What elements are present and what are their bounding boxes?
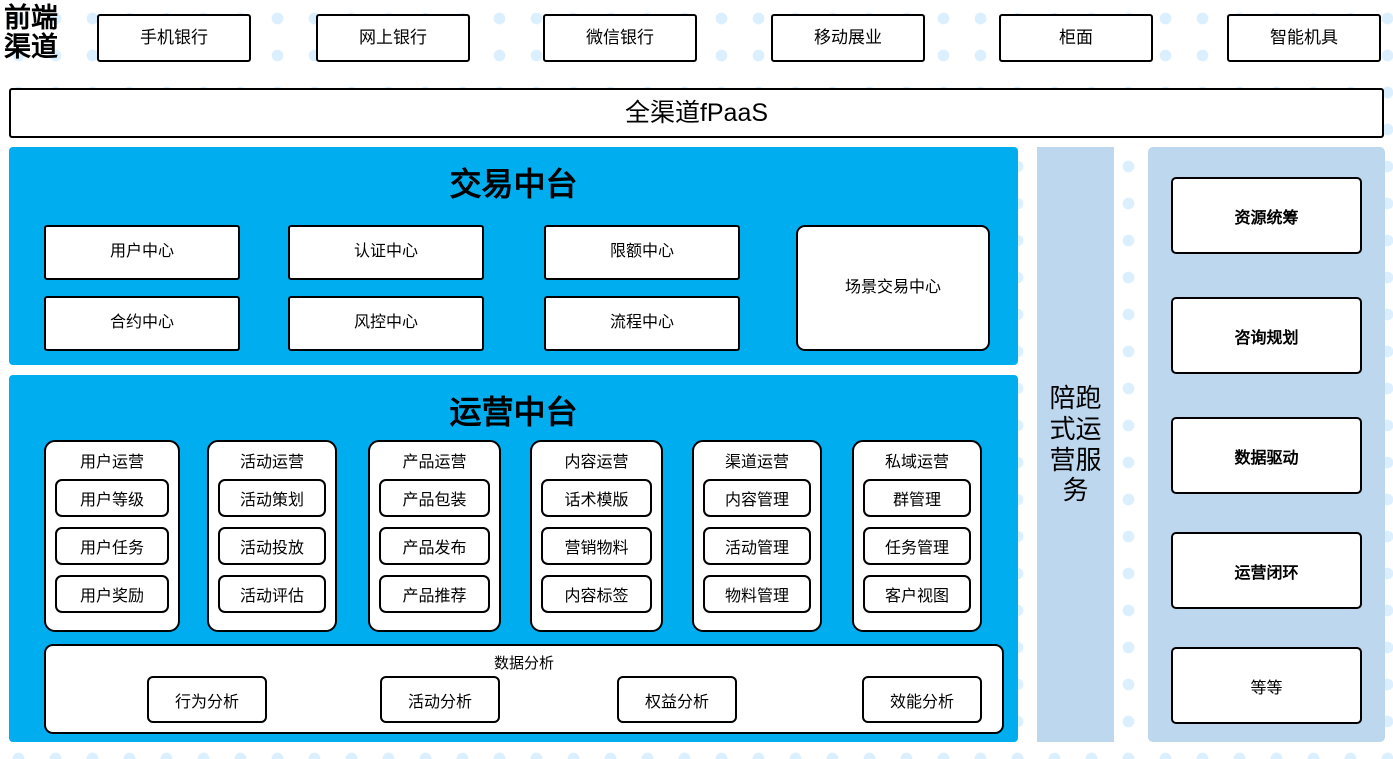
analysis-item-1[interactable]: 活动分析 (380, 676, 500, 723)
service-offerings-panel: 资源统筹咨询规划数据驱动运营闭环等等 (1148, 147, 1385, 742)
analysis-item-3[interactable]: 效能分析 (862, 676, 982, 723)
channel-box-5[interactable]: 智能机具 (1227, 14, 1381, 62)
transaction-box-2[interactable]: 限额中心 (544, 225, 740, 280)
operation-group-0: 用户运营用户等级用户任务用户奖励 (44, 440, 180, 632)
operation-item[interactable]: 活动评估 (218, 575, 326, 613)
operation-group-title: 渠道运营 (724, 454, 789, 471)
operation-group-title: 用户运营 (79, 454, 144, 471)
operation-item[interactable]: 话术模版 (541, 479, 652, 517)
transaction-box-1[interactable]: 认证中心 (288, 225, 484, 280)
channel-box-1[interactable]: 网上银行 (316, 14, 470, 62)
channel-box-3[interactable]: 移动展业 (771, 14, 925, 62)
operation-item[interactable]: 产品发布 (379, 527, 490, 565)
transaction-platform-title: 交易中台 (449, 166, 578, 202)
channel-box-4[interactable]: 柜面 (999, 14, 1153, 62)
transaction-box-4[interactable]: 风控中心 (288, 296, 484, 351)
channel-box-0[interactable]: 手机银行 (97, 14, 251, 62)
service-box-0[interactable]: 资源统筹 (1171, 177, 1362, 254)
operation-group-title: 活动运营 (239, 454, 304, 471)
operation-group-1: 活动运营活动策划活动投放活动评估 (207, 440, 337, 632)
transaction-box-0[interactable]: 用户中心 (44, 225, 240, 280)
operation-item[interactable]: 内容标签 (541, 575, 652, 613)
operation-item[interactable]: 客户视图 (863, 575, 971, 613)
operation-item[interactable]: 活动投放 (218, 527, 326, 565)
operation-group-title: 私域运营 (884, 454, 949, 471)
transaction-box-3[interactable]: 合约中心 (44, 296, 240, 351)
data-analysis-card: 数据分析 行为分析 活动分析 权益分析 效能分析 (44, 644, 1004, 734)
service-box-1[interactable]: 咨询规划 (1171, 297, 1362, 374)
operation-item[interactable]: 任务管理 (863, 527, 971, 565)
omnichannel-fpaas-bar[interactable]: 全渠道fPaaS (9, 88, 1384, 138)
operation-item[interactable]: 活动策划 (218, 479, 326, 517)
operation-platform-title: 运营中台 (449, 394, 578, 430)
operation-group-title: 内容运营 (564, 454, 629, 471)
operation-group-2: 产品运营产品包装产品发布产品推荐 (368, 440, 501, 632)
analysis-item-0[interactable]: 行为分析 (147, 676, 267, 723)
operation-group-3: 内容运营话术模版营销物料内容标签 (530, 440, 663, 632)
operation-group-5: 私域运营群管理任务管理客户视图 (852, 440, 982, 632)
operation-item[interactable]: 群管理 (863, 479, 971, 517)
accompany-service-panel: 陪跑式运营服务 (1037, 147, 1114, 742)
service-box-3[interactable]: 运营闭环 (1171, 532, 1362, 609)
data-analysis-title: 数据分析 (493, 655, 554, 672)
operation-group-4: 渠道运营内容管理活动管理物料管理 (692, 440, 822, 632)
operation-group-title: 产品运营 (402, 454, 467, 471)
operation-item[interactable]: 营销物料 (541, 527, 652, 565)
transaction-box-5[interactable]: 流程中心 (544, 296, 740, 351)
operation-item[interactable]: 活动管理 (703, 527, 811, 565)
frontend-channel-label: 前端渠道 (4, 3, 58, 63)
channel-box-2[interactable]: 微信银行 (543, 14, 697, 62)
operation-item[interactable]: 内容管理 (703, 479, 811, 517)
operation-item[interactable]: 用户奖励 (55, 575, 169, 613)
operation-item[interactable]: 用户任务 (55, 527, 169, 565)
service-box-4[interactable]: 等等 (1171, 647, 1362, 724)
operation-item[interactable]: 物料管理 (703, 575, 811, 613)
operation-item[interactable]: 产品包装 (379, 479, 490, 517)
service-box-2[interactable]: 数据驱动 (1171, 417, 1362, 494)
analysis-item-2[interactable]: 权益分析 (617, 676, 737, 723)
operation-item[interactable]: 产品推荐 (379, 575, 490, 613)
accompany-service-label: 陪跑式运营服务 (1049, 383, 1102, 506)
operation-item[interactable]: 用户等级 (55, 479, 169, 517)
scene-transaction-center-box[interactable]: 场景交易中心 (796, 225, 990, 351)
